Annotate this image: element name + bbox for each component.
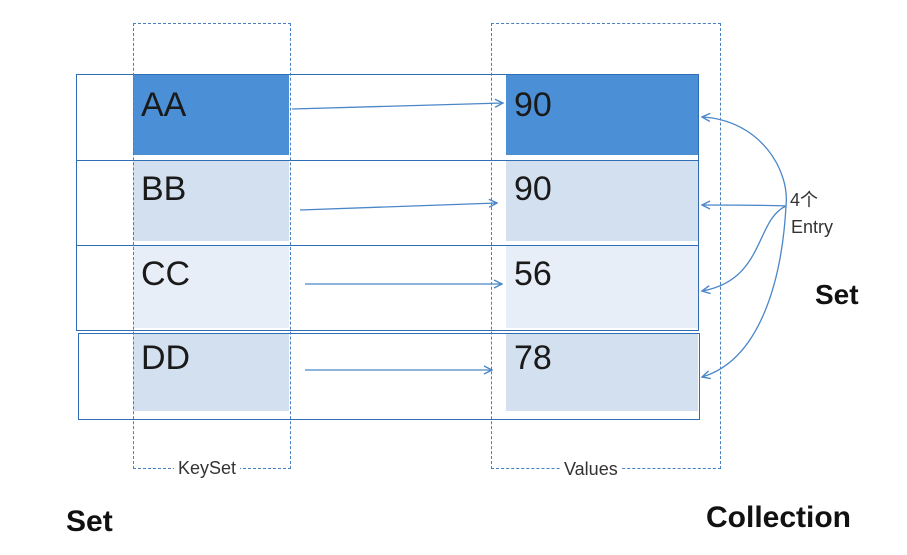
keyset-label: KeySet <box>174 458 241 478</box>
values-type-label: Collection <box>706 501 852 534</box>
value-text-4: 78 <box>514 339 552 377</box>
key-text-2: BB <box>141 170 187 208</box>
entry-brace-arrow-2 <box>702 205 787 206</box>
entry-label: Entry <box>791 217 834 237</box>
value-cell-1 <box>506 75 698 155</box>
value-cell-3 <box>506 246 698 328</box>
key-text-1: AA <box>141 86 187 124</box>
entry-brace-arrow-4 <box>702 205 787 377</box>
key-cell-2 <box>133 161 289 241</box>
keyset-type-label: Set <box>66 505 113 538</box>
entry-brace-arrow-1 <box>702 117 787 207</box>
value-text-3: 56 <box>514 255 552 293</box>
value-cell-2 <box>506 161 698 241</box>
key-to-value-arrow-2 <box>299 203 497 211</box>
entry-set-label: Set <box>815 279 859 310</box>
value-cell-4 <box>506 334 698 411</box>
value-text-1: 90 <box>514 86 552 124</box>
key-cell-1 <box>133 75 289 155</box>
values-label: Values <box>560 459 622 479</box>
key-to-value-arrow-1 <box>291 103 503 110</box>
key-cell-4 <box>133 334 289 411</box>
key-text-3: CC <box>141 255 191 293</box>
entry-count-label: 4个 <box>790 190 819 210</box>
key-text-4: DD <box>141 339 191 377</box>
key-cell-3 <box>133 246 289 328</box>
value-text-2: 90 <box>514 170 552 208</box>
entry-brace-arrow-3 <box>702 205 787 291</box>
